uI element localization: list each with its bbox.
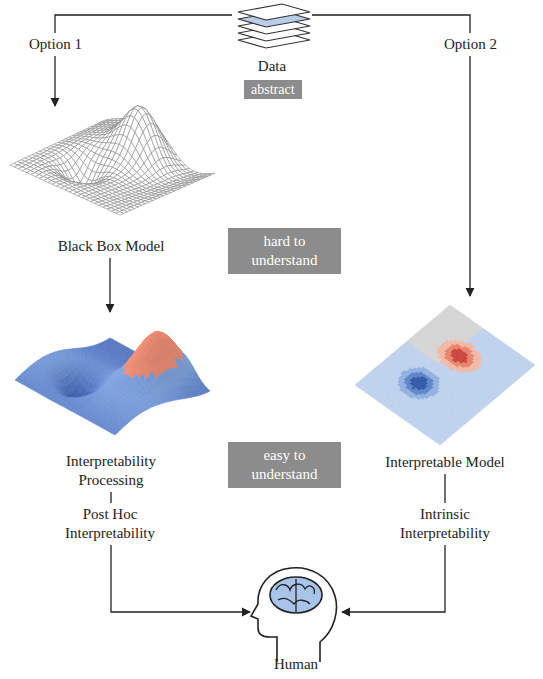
surface-cell (112, 430, 119, 435)
wireframe-surface (10, 106, 215, 215)
data-sheet (238, 4, 310, 20)
colored-surface (15, 331, 210, 435)
contour-plane (355, 305, 535, 445)
data-stack-icon (238, 4, 310, 48)
mesh-cell (116, 212, 124, 215)
